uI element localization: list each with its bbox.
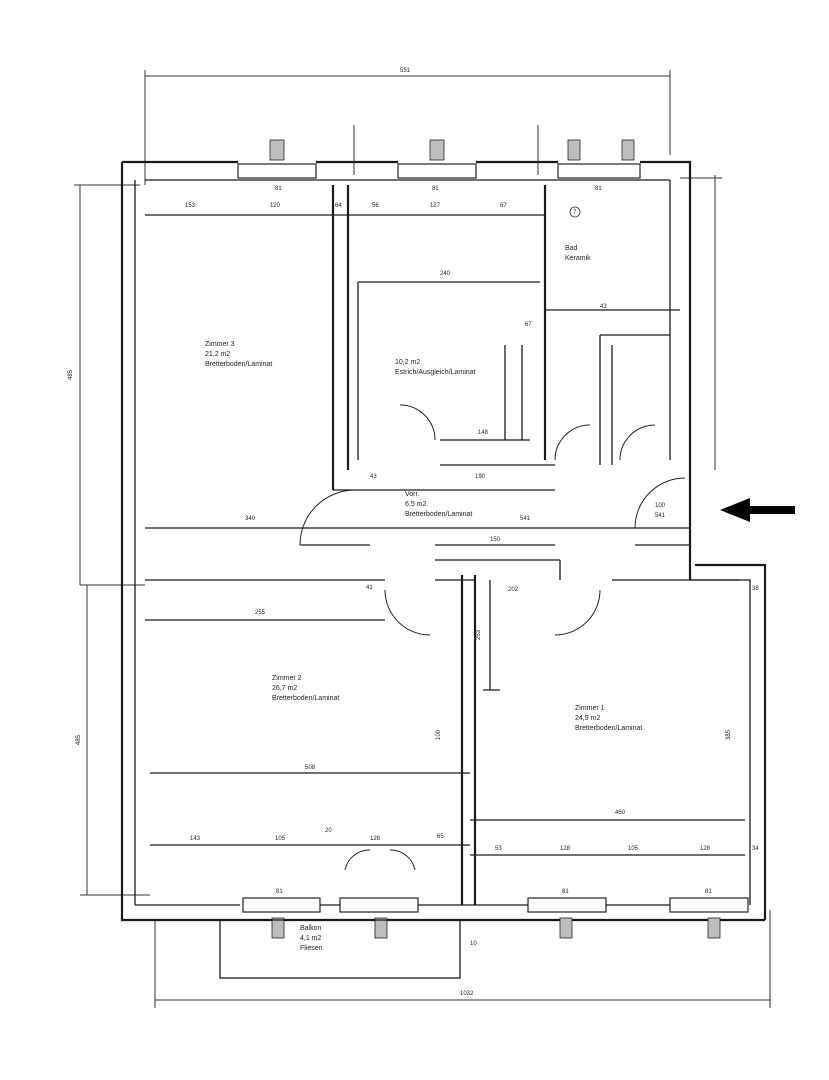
outer-dimension-lines <box>74 70 771 1008</box>
arrow-left-icon <box>720 498 795 522</box>
interior-walls <box>145 180 745 905</box>
dim-label: 100 <box>436 729 442 740</box>
dim-lower-height: 485 <box>76 734 82 745</box>
dim-label: 385 <box>726 729 732 740</box>
dim-label: 120 <box>270 203 281 209</box>
room-floor: Bretterboden/Laminat <box>272 695 339 702</box>
room-area: 26,7 m2 <box>272 685 297 692</box>
room-label-kitchen: 10,2 m2 Estrich/Ausgleich/Laminat <box>395 359 476 376</box>
dim-total-width-bottom: 1032 <box>460 991 474 997</box>
dim-label: 64 <box>335 203 342 209</box>
room-floor: Bretterboden/Laminat <box>405 511 472 518</box>
dim-label: 148 <box>478 430 489 436</box>
dim-label: 81 <box>705 889 712 895</box>
dims-top-row: 153 120 64 56 127 67 81 81 81 <box>185 186 602 209</box>
doors <box>299 404 686 871</box>
dim-label: 143 <box>190 836 201 842</box>
dim-label: 41 <box>366 585 373 591</box>
dims-interior: 240 148 190 43 100 541 541 150 340 255 5… <box>245 271 759 947</box>
room-label-zimmer-1: Zimmer 1 24,9 m2 Bretterboden/Laminat <box>575 705 642 732</box>
room-floor: Bretterboden/Laminat <box>575 725 642 732</box>
dim-label: 81 <box>432 186 439 192</box>
dim-label: 105 <box>275 836 286 842</box>
room-label-balkon: Balkon 4,1 m2 Fliesen <box>300 925 323 952</box>
dim-label: 43 <box>600 304 607 310</box>
room-area: 24,9 m2 <box>575 715 600 722</box>
dim-label: 81 <box>276 889 283 895</box>
dim-label: 127 <box>430 203 441 209</box>
room-floor: Fliesen <box>300 945 323 952</box>
room-label-bad: Bad Keramik <box>565 245 591 262</box>
dim-label: 20 <box>325 828 332 834</box>
dim-label: 53 <box>495 846 502 852</box>
room-label-zimmer-3: Zimmer 3 21,2 m2 Bretterboden/Laminat <box>205 341 272 368</box>
dim-label: 43 <box>370 474 377 480</box>
balcony-outline <box>219 919 461 979</box>
dim-label: 255 <box>255 610 266 616</box>
room-label-vorraum: Vorr. 6,5 m2 Bretterboden/Laminat <box>405 491 472 518</box>
room-floor: Bretterboden/Laminat <box>205 361 272 368</box>
dim-label: 253 <box>476 629 482 640</box>
room-area: 4,1 m2 <box>300 935 322 942</box>
dim-label: 126 <box>370 836 381 842</box>
dim-label: 240 <box>440 271 451 277</box>
room-floor: Keramik <box>565 255 591 262</box>
dim-label: 67 <box>500 203 507 209</box>
dim-label: 508 <box>305 765 316 771</box>
exterior-walls <box>120 160 767 922</box>
room-area: 21,2 m2 <box>205 351 230 358</box>
room-area: 10,2 m2 <box>395 359 420 366</box>
dim-label: 128 <box>700 846 711 852</box>
dim-left-height: 485 <box>68 369 74 380</box>
dim-label: 34 <box>752 846 759 852</box>
room-name: Bad <box>565 245 578 252</box>
dims-bottom-row: 143 105 20 126 65 53 128 105 128 34 81 8… <box>190 828 759 895</box>
room-label-zimmer-2: Zimmer 2 26,7 m2 Bretterboden/Laminat <box>272 675 339 702</box>
room-name: Balkon <box>300 925 322 932</box>
dim-label: 67 <box>525 322 532 328</box>
dim-label: 150 <box>490 537 501 543</box>
room-name: Zimmer 3 <box>205 341 235 348</box>
dim-label: 202 <box>508 587 519 593</box>
circle-marker-label: 7 <box>573 210 577 216</box>
dim-label: 153 <box>185 203 196 209</box>
dim-label: 128 <box>560 846 571 852</box>
dim-total-width: 551 <box>400 68 411 74</box>
windows-top <box>237 125 641 179</box>
room-area: 6,5 m2 <box>405 501 427 508</box>
windows-bottom <box>242 897 749 939</box>
dim-label: 81 <box>562 889 569 895</box>
room-name: Zimmer 2 <box>272 675 302 682</box>
dim-label: 541 <box>655 513 666 519</box>
room-floor: Estrich/Ausgleich/Laminat <box>395 369 476 376</box>
dim-label: 65 <box>437 834 444 840</box>
dim-label: 460 <box>615 810 626 816</box>
dim-label: 105 <box>628 846 639 852</box>
dim-label: 100 <box>655 503 666 509</box>
dim-label: 38 <box>752 586 759 592</box>
dim-label: 190 <box>475 474 486 480</box>
dim-label: 56 <box>372 203 379 209</box>
dim-label: 541 <box>520 516 531 522</box>
dim-label: 81 <box>595 186 602 192</box>
room-name: Zimmer 1 <box>575 705 605 712</box>
dim-label: 10 <box>470 941 477 947</box>
circle-marker-icon <box>569 206 581 218</box>
dim-label: 340 <box>245 516 256 522</box>
room-name: Vorr. <box>405 491 419 498</box>
dim-label: 81 <box>275 186 282 192</box>
